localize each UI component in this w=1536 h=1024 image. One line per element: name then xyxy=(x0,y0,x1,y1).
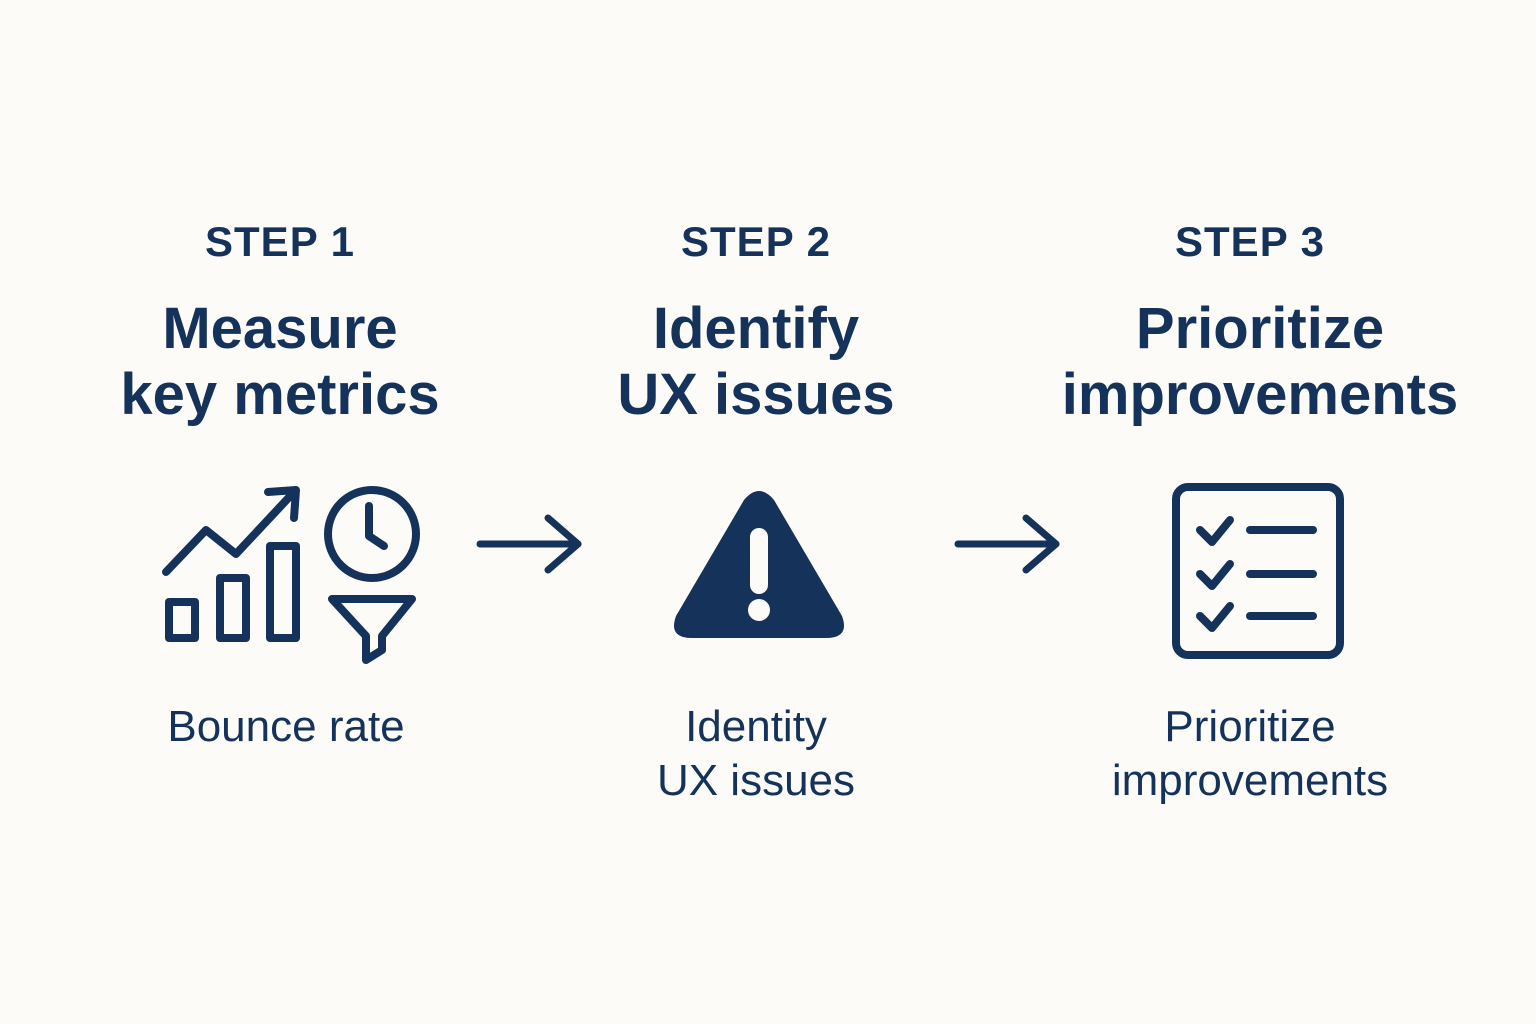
step-3: STEP 3 Prioritize improvements Prioritiz… xyxy=(1040,0,1480,1024)
step-label: STEP 3 xyxy=(1175,218,1325,265)
arrow-right-icon xyxy=(476,514,582,574)
step-label: STEP 1 xyxy=(205,218,355,265)
step-2: STEP 2 Identify UX issues Identity UX is… xyxy=(556,0,956,1024)
step-label: STEP 2 xyxy=(681,218,831,265)
funnel-icon xyxy=(328,595,416,664)
step-title: Identify UX issues xyxy=(617,296,895,427)
step-caption: Identity UX issues xyxy=(656,702,856,805)
step-title: Prioritize improvements xyxy=(1061,296,1459,427)
checklist-icon xyxy=(1172,483,1344,659)
growth-bar-chart-icon xyxy=(162,486,300,642)
step-1: STEP 1 Measure key metrics Bounce rate xyxy=(60,0,500,1024)
clock-icon xyxy=(324,486,420,582)
step-caption: Bounce rate xyxy=(167,702,405,751)
warning-triangle-icon xyxy=(674,491,844,638)
step-caption: Prioritize improvements xyxy=(1111,702,1389,805)
arrow-right-icon xyxy=(954,514,1060,574)
step-title: Measure key metrics xyxy=(120,296,440,427)
